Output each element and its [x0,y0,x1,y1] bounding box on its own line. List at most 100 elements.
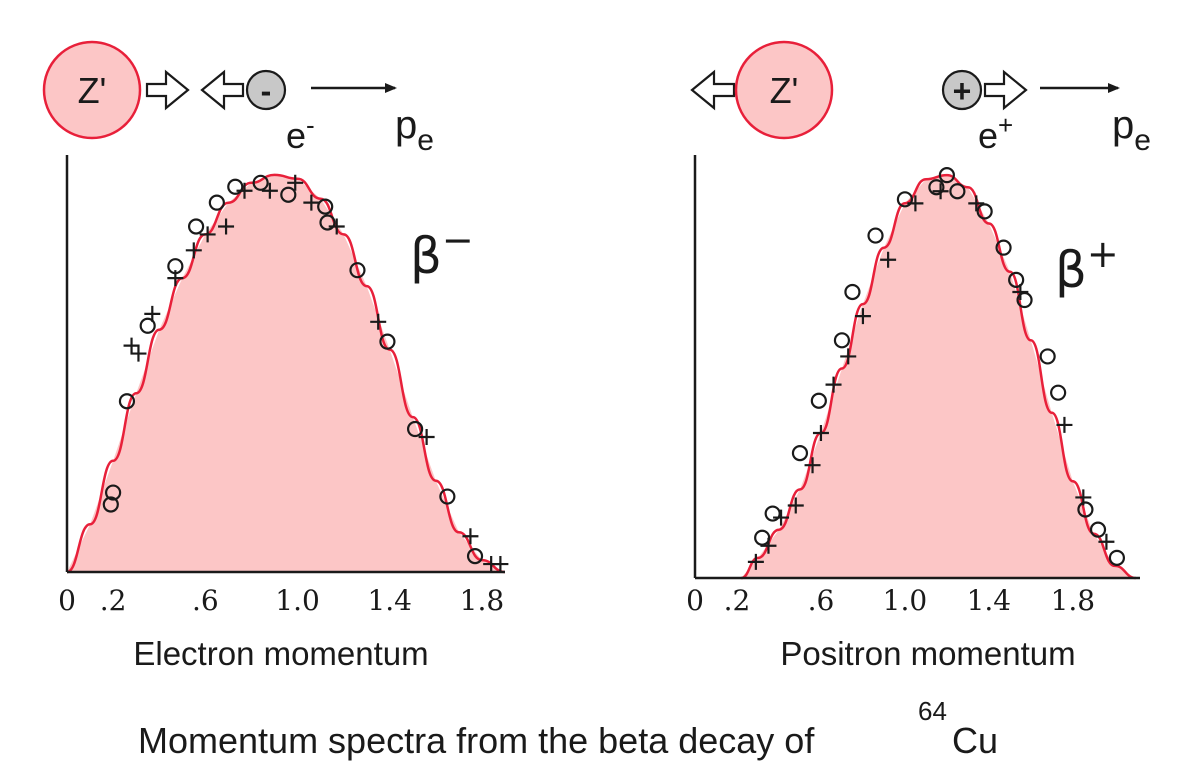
beta-plus-diagram: Z' + e+ pe [690,40,1151,157]
x-tick-label: .2 [100,584,127,617]
data-point-plus [130,345,147,362]
nucleus-recoil-arrow-icon [145,69,190,111]
data-point-plus [907,195,924,212]
daughter-nucleus [42,40,142,140]
data-point-circle [810,392,827,409]
x-axis-label-electron: Electron momentum [133,635,428,672]
data-point-plus [199,226,216,243]
momentum-symbol: pe [395,103,434,157]
data-point-circle [1008,271,1025,288]
data-point-plus [932,183,949,200]
data-point-plus [1056,416,1073,433]
spectrum-area [67,174,505,572]
data-point-circle [466,548,484,565]
data-point-plus [287,174,304,191]
data-point-circle [252,174,269,191]
beta-plus-label: β+ [1055,232,1119,299]
x-tick-label: 1.4 [967,584,1012,617]
spectrum-area [741,175,1136,578]
data-point-circle [1050,384,1067,401]
data-point-circle [208,194,225,211]
data-point-circle [1077,501,1094,518]
data-point-circle [995,239,1012,256]
data-point-circle [379,333,396,350]
positron-sign: + [953,73,972,109]
electron-sign: - [261,73,272,109]
data-point-circle [102,496,119,513]
figure-caption: Momentum spectra from the beta decay of [138,720,815,761]
data-point-circle [928,179,945,196]
data-point-circle [319,214,336,231]
positron-particle-icon [941,69,983,111]
theory-curve [740,173,1136,580]
electron-symbol: e- [286,110,315,156]
data-point-plus [787,497,804,514]
momentum-symbol: pe [1112,103,1151,157]
data-point-circle [1039,348,1056,365]
data-point-plus [123,337,140,354]
x-tick-label: .6 [808,584,835,617]
data-point-plus [854,308,871,325]
x-tick-label: .6 [192,584,219,617]
positron-symbol: e+ [978,110,1013,156]
data-point-circle [791,445,809,462]
electron-particle-icon [245,69,287,111]
data-point-circle [896,191,914,208]
x-tick-label: 1.8 [460,584,505,617]
data-point-circle [867,227,884,244]
caption-mass-number: 64 [918,696,947,726]
caption-element: Cu [952,720,998,761]
data-point-plus [370,313,387,330]
data-point-circle [938,167,955,184]
data-point-plus [462,528,479,545]
data-point-circle [1108,549,1126,566]
data-point-plus [1075,489,1092,506]
x-axis-label-positron: Positron momentum [780,635,1075,672]
nucleus-label: Z' [78,70,107,111]
data-point-plus [825,376,842,393]
data-point-plus [747,553,764,570]
data-point-circle [754,529,771,546]
data-point-circle [764,505,781,522]
data-point-circle [833,332,851,349]
data-point-plus [167,270,184,287]
electron-recoil-arrow-icon [200,69,245,111]
theory-curve [66,173,506,574]
data-point-circle [349,262,366,279]
data-point-circle [187,218,205,235]
data-point-plus [968,195,985,212]
data-point-circle [317,198,334,215]
data-point-plus [1098,533,1115,550]
x-tick-label: 1.0 [883,584,928,617]
data-point-circle [1089,521,1107,538]
x-tick-label: .2 [724,584,751,617]
data-point-plus [218,218,235,235]
data-point-plus [328,218,345,235]
x-tick-label: 1.4 [367,584,412,617]
data-point-plus [418,428,435,445]
beta-minus-diagram: Z' - e- pe [42,40,434,157]
x-tick-label: 1.8 [1051,584,1096,617]
data-point-plus [185,242,202,259]
data-point-circle [439,488,456,505]
data-point-plus [760,537,777,554]
data-point-plus [492,556,509,573]
positron-recoil-arrow-icon [983,69,1028,111]
data-point-plus [880,251,897,268]
x-tick-label: 0 [58,584,76,617]
data-point-circle [118,393,136,410]
nucleus-recoil-arrow-icon [690,69,736,111]
data-point-circle [280,186,297,203]
data-point-plus [804,457,821,474]
data-point-plus [236,182,253,199]
data-point-circle [976,203,993,220]
data-point-circle [227,178,244,195]
nucleus-label: Z' [770,70,799,111]
data-point-plus [773,509,790,526]
daughter-nucleus [734,40,834,140]
data-point-circle [844,283,861,301]
